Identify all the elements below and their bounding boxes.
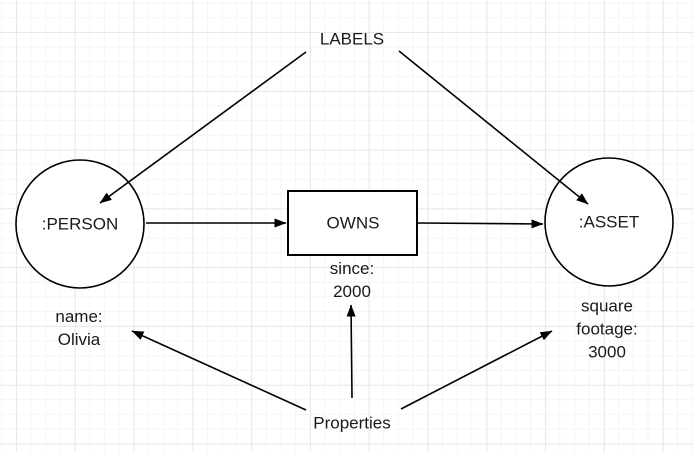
owns-relationship-box [287,190,418,256]
arrow-properties-to-footage [400,330,553,410]
arrow-labels-to-asset [398,50,589,205]
asset-node-circle [544,157,674,287]
arrow-labels-to-person [99,51,307,204]
person-property-text: name: Olivia [55,305,102,351]
owns-relationship-label: OWNS [326,213,380,233]
asset-property-value: 3000 [588,342,626,362]
arrow-owns-to-asset [417,219,544,229]
owns-property-key: since: [329,259,375,278]
person-property-value: Olivia [57,330,101,349]
asset-property-key-line1: square [581,296,633,316]
person-property-key: name: [55,307,103,326]
person-node-circle [15,159,145,289]
labels-annotation: LABELS [319,29,385,49]
person-node-label: :PERSON [41,214,119,234]
owns-property-value: 2000 [333,282,371,301]
properties-annotation: Properties [313,413,391,433]
arrow-properties-to-since [346,304,356,399]
owns-property-text: since: 2000 [330,257,374,303]
asset-property-text: square footage: 3000 [576,295,637,364]
asset-node-label: :ASSET [578,212,640,232]
asset-property-key-line2: footage: [576,319,638,339]
arrow-properties-to-name [131,330,307,411]
